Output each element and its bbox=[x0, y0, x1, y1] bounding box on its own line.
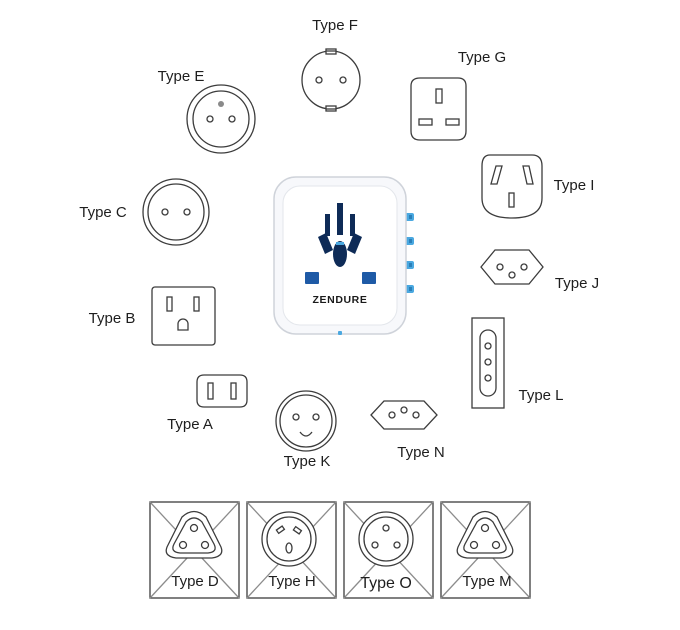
type-c-socket-icon bbox=[142, 178, 210, 246]
type-n-socket-icon bbox=[370, 400, 438, 430]
type-i-socket-icon bbox=[481, 154, 543, 219]
type-i-label: Type I bbox=[554, 177, 595, 194]
type-f-socket-icon bbox=[301, 48, 361, 112]
type-k-socket-icon bbox=[275, 390, 337, 452]
type-j-label: Type J bbox=[555, 275, 599, 292]
type-a-socket-icon bbox=[196, 374, 248, 408]
type-g-label: Type G bbox=[458, 49, 506, 66]
type-h-unsupported-icon bbox=[246, 501, 337, 599]
type-e-socket-icon bbox=[186, 84, 256, 154]
adapter-socket-icon bbox=[305, 203, 376, 284]
type-o-unsupported-icon bbox=[343, 501, 434, 599]
adapter-indicator-light bbox=[338, 331, 342, 335]
type-o-label: Type O bbox=[360, 575, 412, 592]
type-d-label: Type D bbox=[171, 573, 219, 590]
type-a-label: Type A bbox=[167, 416, 213, 433]
type-l-socket-icon bbox=[471, 317, 505, 409]
type-b-socket-icon bbox=[151, 286, 216, 346]
adapter-brand-logo: ZENDURE bbox=[313, 294, 368, 306]
type-b-label: Type B bbox=[89, 310, 136, 327]
type-j-socket-icon bbox=[480, 249, 544, 285]
type-f-label: Type F bbox=[312, 17, 358, 34]
type-l-label: Type L bbox=[518, 387, 563, 404]
type-d-unsupported-icon bbox=[149, 501, 240, 599]
type-n-label: Type N bbox=[397, 444, 445, 461]
type-m-unsupported-icon bbox=[440, 501, 531, 599]
type-c-label: Type C bbox=[79, 204, 127, 221]
type-g-socket-icon bbox=[410, 77, 467, 141]
type-h-label: Type H bbox=[268, 573, 316, 590]
travel-adapter-image: ZENDURE bbox=[273, 176, 414, 335]
type-e-label: Type E bbox=[158, 68, 205, 85]
type-k-label: Type K bbox=[284, 453, 331, 470]
type-m-label: Type M bbox=[462, 573, 511, 590]
